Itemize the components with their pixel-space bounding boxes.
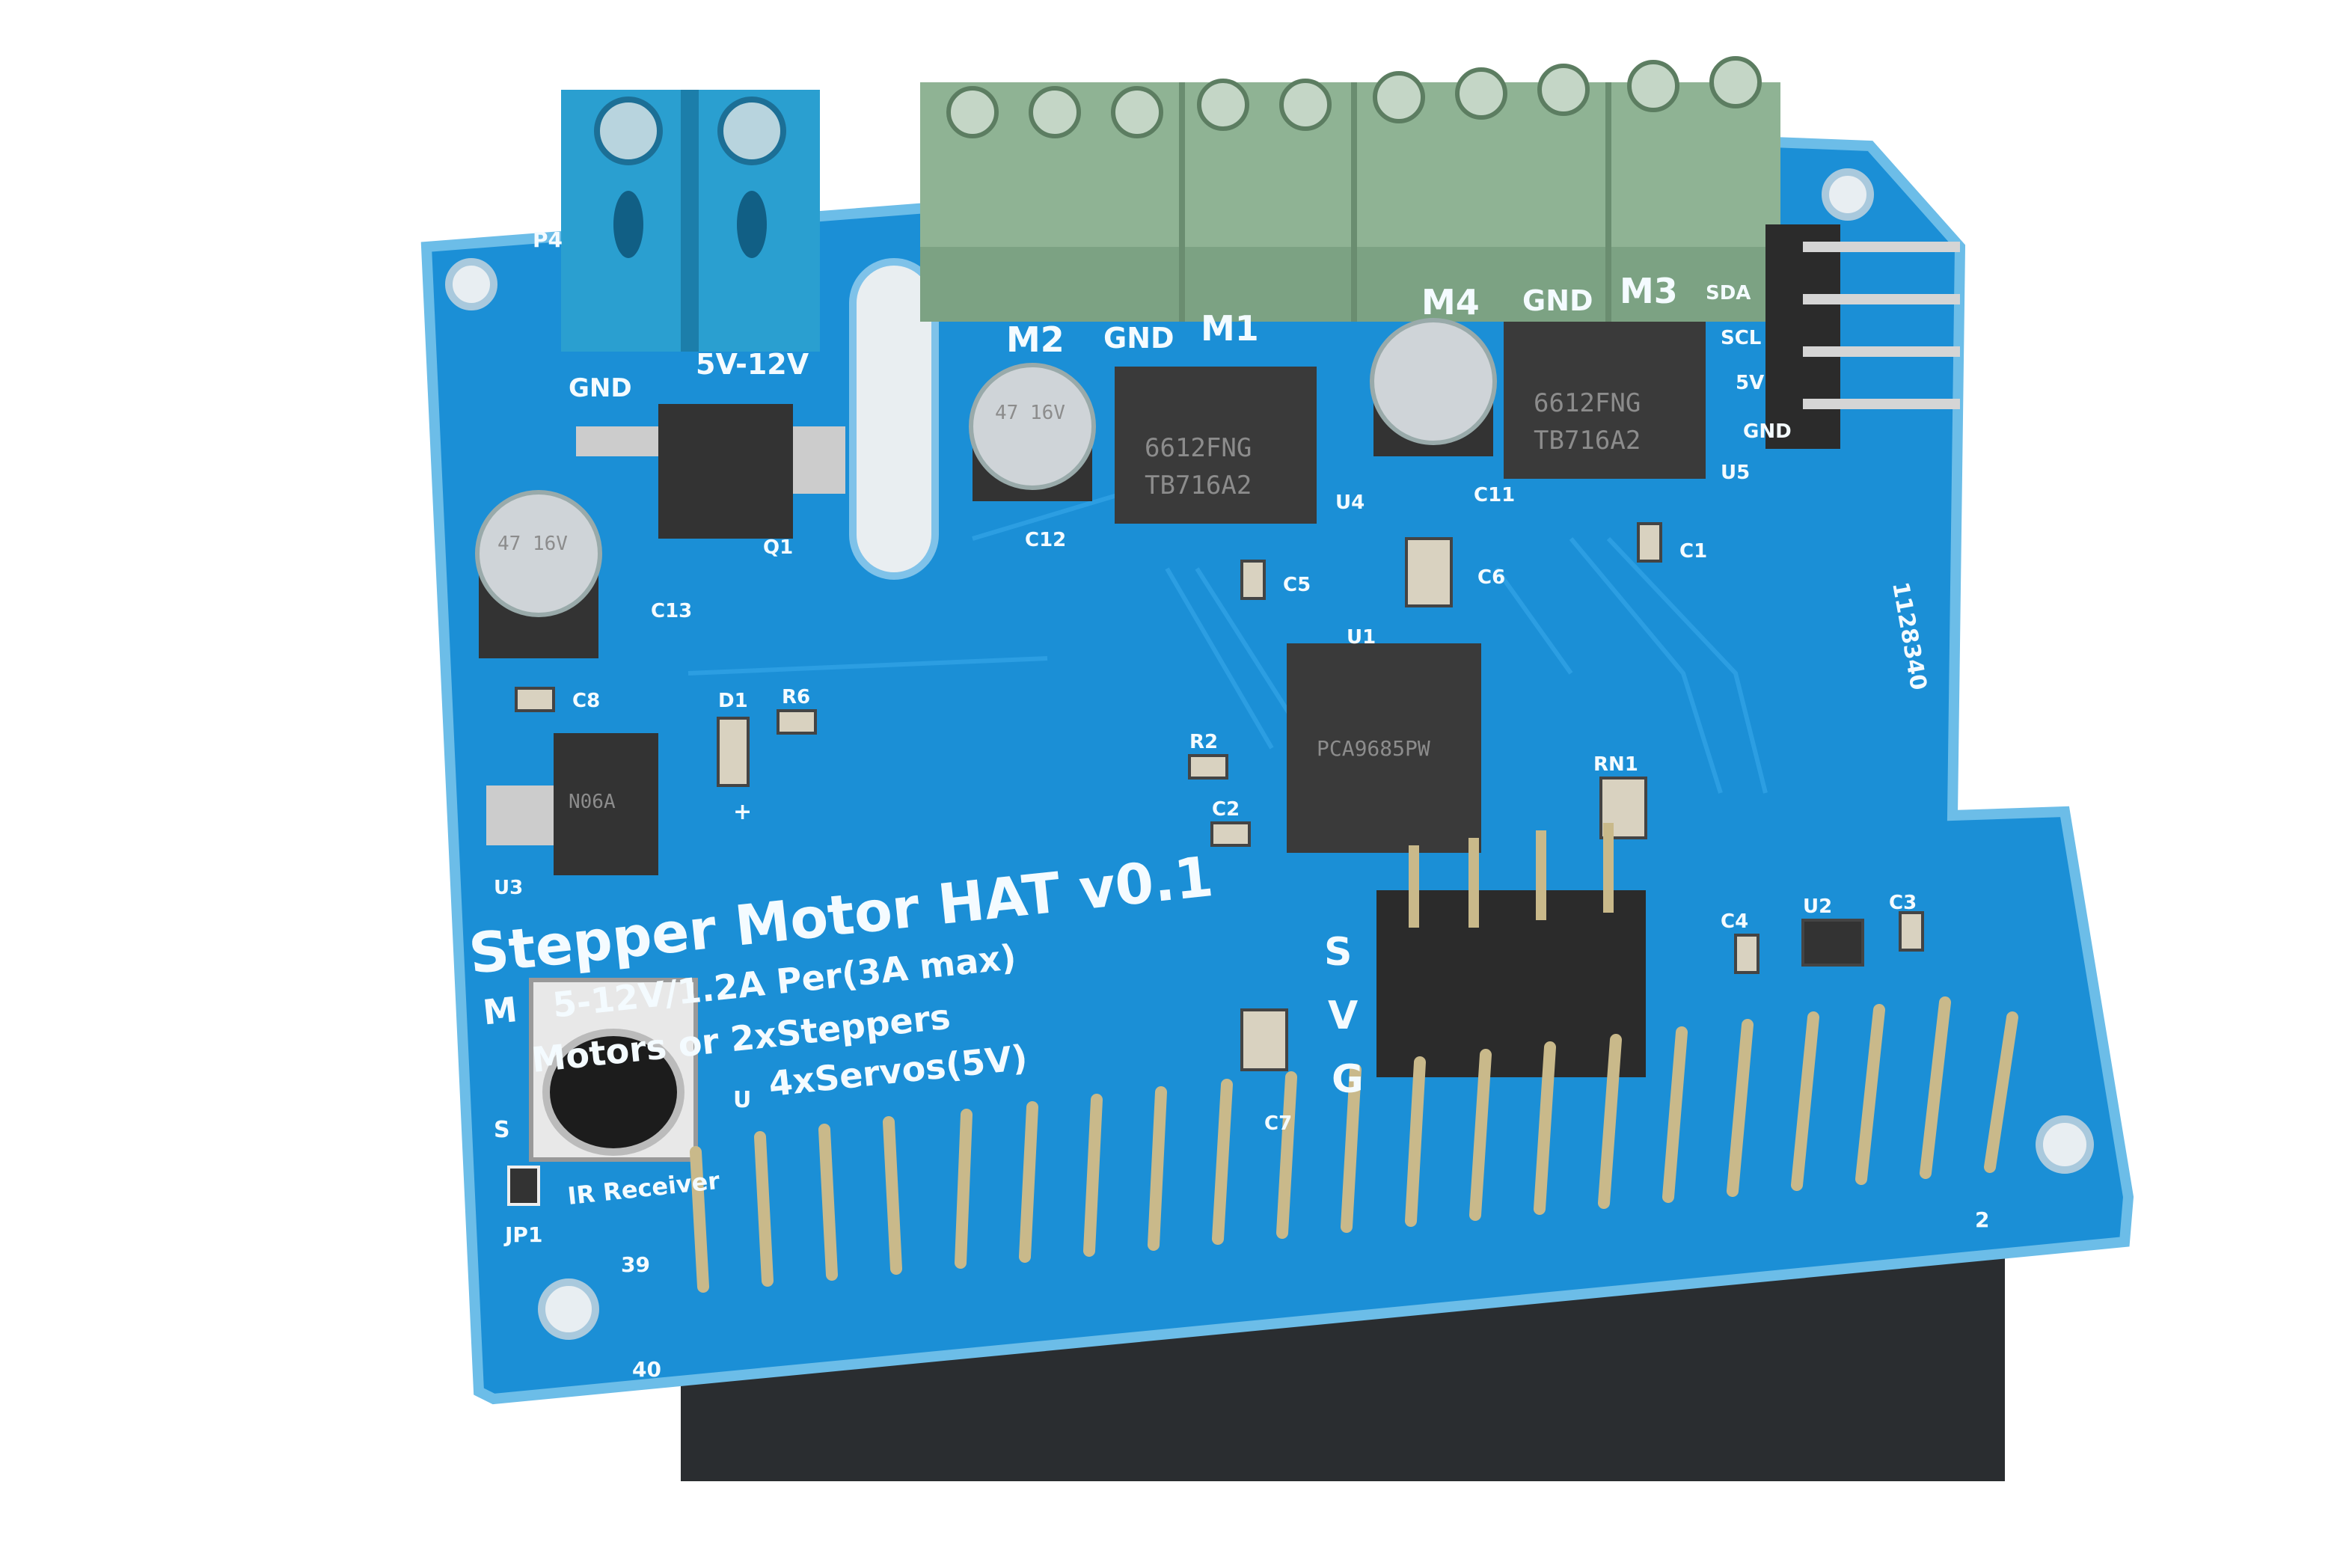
chip-u5: 6612FNG TB716A2: [1504, 322, 1706, 479]
svg-text:JP1: JP1: [503, 1222, 542, 1247]
svg-text:TB716A2: TB716A2: [1145, 471, 1252, 500]
svg-text:U1: U1: [1347, 626, 1376, 649]
svg-text:U3: U3: [494, 877, 523, 899]
motor-terminal-blocks[interactable]: [920, 56, 1780, 322]
svg-text:M1: M1: [1201, 308, 1259, 349]
board-slot: [849, 258, 939, 580]
svg-text:SDA: SDA: [1706, 282, 1751, 304]
svg-text:C12: C12: [1025, 529, 1066, 551]
svg-text:D1: D1: [718, 690, 748, 712]
svg-text:S: S: [1324, 930, 1352, 975]
capacitor-c12: 47 16V: [969, 363, 1096, 501]
capacitor-c13: 47 16V: [475, 490, 602, 658]
ir-receiver: [529, 978, 698, 1162]
svg-text:Q1: Q1: [763, 536, 793, 559]
svg-text:5V-12V: 5V-12V: [696, 348, 809, 381]
transistor-q1: [576, 404, 845, 539]
svg-text:40: 40: [632, 1357, 661, 1382]
svg-text:G: G: [1332, 1057, 1364, 1102]
svg-text:C8: C8: [572, 690, 600, 712]
svg-text:U5: U5: [1721, 462, 1750, 484]
power-terminal-block[interactable]: [561, 90, 820, 352]
svg-text:2: 2: [1975, 1207, 1989, 1232]
svg-text:C3: C3: [1889, 892, 1917, 914]
svg-text:V: V: [1328, 993, 1358, 1038]
svg-text:C1: C1: [1679, 540, 1707, 563]
svg-text:P4: P4: [533, 227, 563, 252]
svg-text:M3: M3: [1620, 271, 1678, 311]
svg-text:GND: GND: [1103, 322, 1174, 355]
chip-u4: 6612FNG TB716A2: [1115, 367, 1317, 524]
traces: [687, 447, 1768, 794]
svg-text:GND: GND: [1522, 284, 1593, 317]
svg-text:PCA9685PW: PCA9685PW: [1317, 736, 1430, 761]
mounting-holes: [445, 168, 2094, 1340]
svg-text:RN1: RN1: [1593, 753, 1638, 776]
svg-text:C6: C6: [1477, 566, 1505, 589]
svg-text:6612FNG: 6612FNG: [1145, 433, 1252, 463]
svg-text:M4: M4: [1421, 282, 1480, 322]
svg-text:TB716A2: TB716A2: [1534, 426, 1641, 456]
svg-text:+: +: [733, 799, 752, 825]
svg-text:C7: C7: [1264, 1112, 1292, 1135]
capacitor-c11: [1370, 318, 1497, 456]
svg-text:R6: R6: [782, 686, 810, 708]
chip-u1: PCA9685PW: [1287, 643, 1481, 853]
svg-text:47 16V: 47 16V: [497, 533, 568, 555]
svg-text:R2: R2: [1189, 731, 1218, 753]
svg-text:6612FNG: 6612FNG: [1534, 388, 1641, 418]
svg-text:M2: M2: [1006, 319, 1065, 360]
svg-text:N06A: N06A: [569, 791, 616, 813]
svg-text:SCL: SCL: [1721, 327, 1761, 349]
svg-text:39: 39: [621, 1252, 650, 1277]
svg-text:C2: C2: [1212, 798, 1240, 821]
svg-text:C5: C5: [1283, 574, 1311, 596]
svg-text:C4: C4: [1721, 910, 1748, 933]
gpio-header-pins: [690, 996, 2018, 1293]
servo-header[interactable]: [1376, 823, 1646, 1077]
svg-text:GND: GND: [569, 373, 632, 403]
svg-text:GND: GND: [1743, 420, 1792, 443]
svg-text:U: U: [733, 1087, 751, 1113]
regulator-u3: N06A: [486, 733, 658, 875]
svg-text:5V: 5V: [1736, 372, 1764, 394]
svg-text:S: S: [494, 1117, 510, 1143]
svg-text:C13: C13: [651, 600, 692, 622]
svg-text:U2: U2: [1803, 895, 1832, 918]
svg-text:C11: C11: [1474, 484, 1515, 506]
svg-text:47 16V: 47 16V: [995, 402, 1065, 424]
i2c-header[interactable]: [1765, 224, 1960, 449]
smd-components: [515, 522, 1924, 1071]
svg-text:U4: U4: [1335, 491, 1365, 514]
